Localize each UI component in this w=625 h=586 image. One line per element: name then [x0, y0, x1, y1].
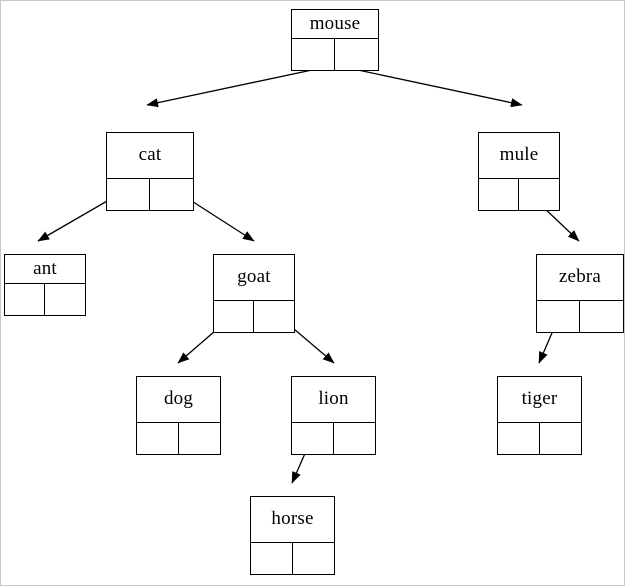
node-pointers-mouse [292, 38, 378, 70]
tree-node-tiger[interactable]: tiger [497, 376, 582, 455]
node-left-pointer-mouse [292, 39, 335, 70]
node-left-pointer-ant [5, 284, 45, 315]
node-pointers-zebra [537, 300, 623, 332]
tree-node-goat[interactable]: goat [213, 254, 295, 333]
node-label-mule: mule [499, 144, 539, 165]
tree-edge-mouse-cat [146, 69, 313, 108]
node-left-pointer-cat [107, 179, 150, 210]
node-label-goat: goat [237, 266, 271, 287]
node-left-pointer-lion [292, 423, 334, 454]
node-right-pointer-mule [519, 179, 559, 210]
node-right-pointer-goat [254, 301, 294, 332]
tree-edge-mouse-mule [357, 69, 523, 108]
node-right-pointer-dog [179, 423, 221, 454]
tree-node-zebra[interactable]: zebra [536, 254, 624, 333]
node-left-pointer-tiger [498, 423, 540, 454]
node-left-pointer-horse [251, 543, 293, 574]
node-pointers-goat [214, 300, 294, 332]
node-left-pointer-mule [479, 179, 519, 210]
node-label-horse: horse [271, 508, 314, 529]
node-pointers-tiger [498, 422, 581, 454]
node-left-pointer-zebra [537, 301, 580, 332]
tree-node-mouse[interactable]: mouse [291, 9, 379, 71]
node-pointers-ant [5, 283, 85, 315]
tree-node-lion[interactable]: lion [291, 376, 376, 455]
node-right-pointer-tiger [540, 423, 582, 454]
node-pointers-mule [479, 178, 559, 210]
node-label-lion: lion [318, 388, 349, 409]
node-right-pointer-zebra [580, 301, 623, 332]
node-pointers-lion [292, 422, 375, 454]
node-left-pointer-goat [214, 301, 254, 332]
node-right-pointer-mouse [335, 39, 378, 70]
node-label-zebra: zebra [558, 266, 602, 287]
node-right-pointer-lion [334, 423, 376, 454]
tree-node-dog[interactable]: dog [136, 376, 221, 455]
node-pointers-dog [137, 422, 220, 454]
tree-node-mule[interactable]: mule [478, 132, 560, 211]
node-left-pointer-dog [137, 423, 179, 454]
node-label-tiger: tiger [521, 388, 558, 409]
node-pointers-horse [251, 542, 334, 574]
tree-node-ant[interactable]: ant [4, 254, 86, 316]
tree-node-cat[interactable]: cat [106, 132, 194, 211]
node-label-cat: cat [138, 144, 162, 165]
node-right-pointer-ant [45, 284, 85, 315]
node-right-pointer-cat [150, 179, 193, 210]
node-pointers-cat [107, 178, 193, 210]
node-right-pointer-horse [293, 543, 335, 574]
node-label-ant: ant [33, 257, 57, 279]
node-label-mouse: mouse [309, 12, 361, 34]
tree-node-horse[interactable]: horse [250, 496, 335, 575]
node-label-dog: dog [163, 388, 194, 409]
